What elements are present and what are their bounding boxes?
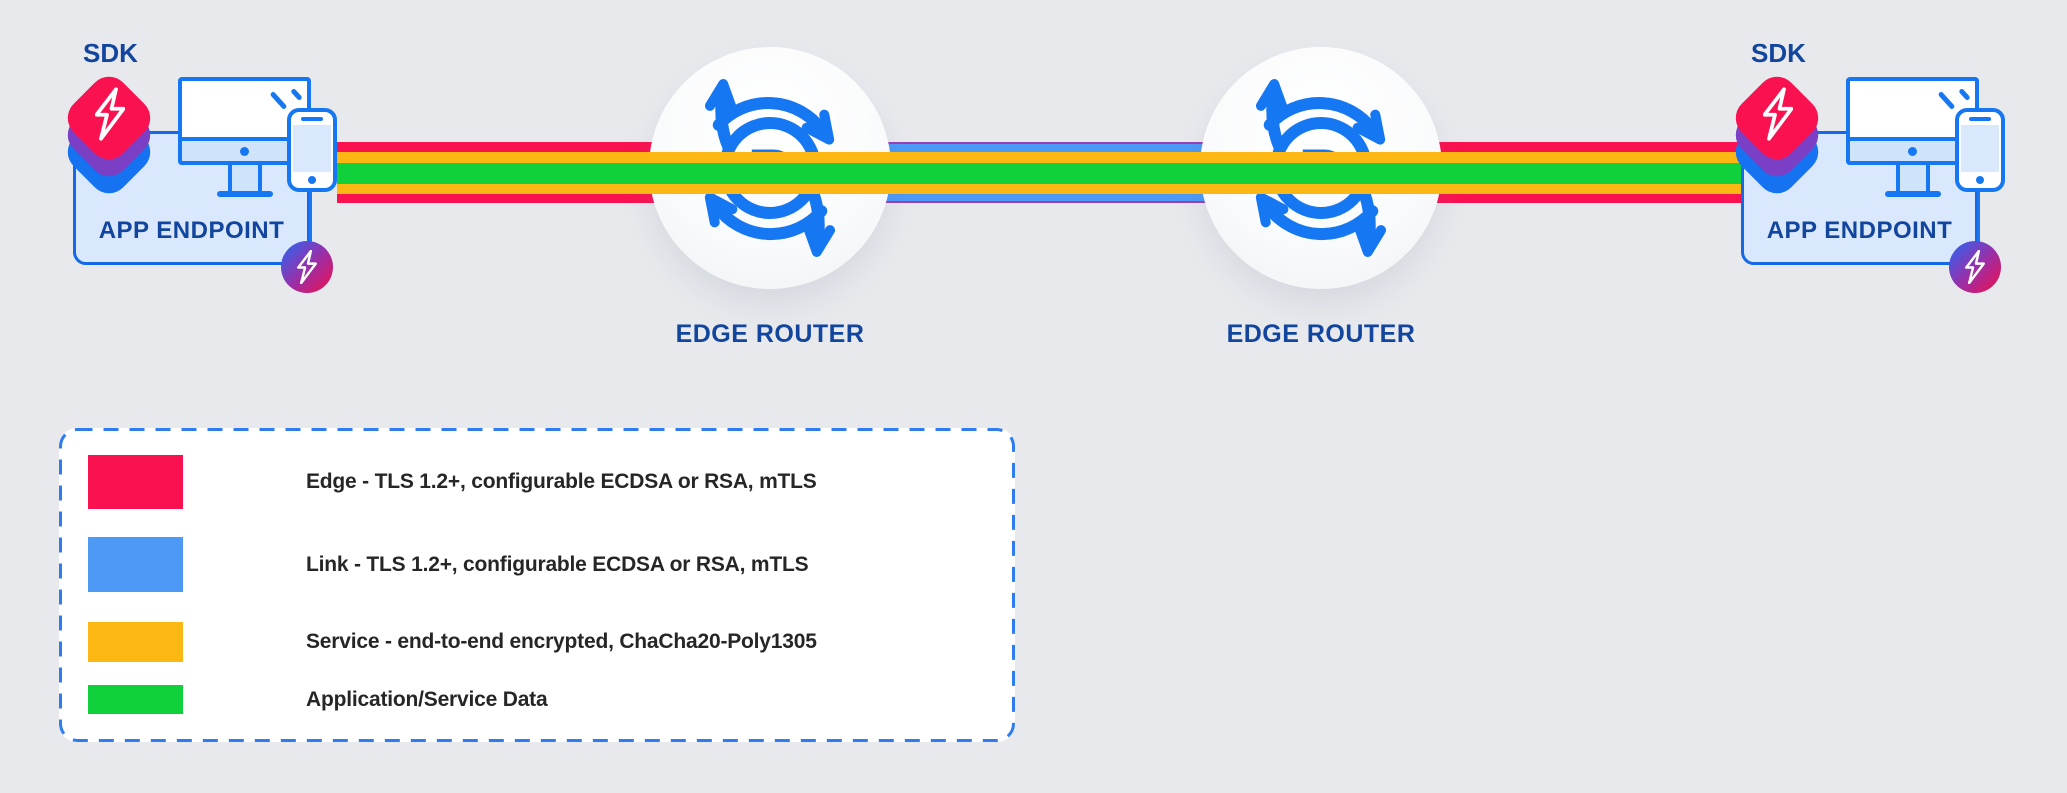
lightning-bolt-icon [95, 87, 125, 141]
service-band-top [337, 152, 1743, 163]
badge-connector-line [309, 191, 312, 243]
link-band-top [770, 142, 1321, 152]
ziti-bolt-badge [1949, 241, 2001, 293]
monitor-base [1885, 191, 1941, 197]
phone-home-dot [1976, 176, 1984, 184]
app-endpoint-right: SDK APP ENDPOINT [1708, 30, 2038, 310]
phone-speaker [301, 117, 323, 121]
legend-label-edge: Edge - TLS 1.2+, configurable ECDSA or R… [306, 470, 817, 493]
monitor-dot [240, 146, 249, 156]
desktop-monitor-icon [178, 77, 311, 197]
data-band [337, 163, 1743, 184]
legend-label-data: Application/Service Data [306, 687, 548, 711]
legend-row-link: Link - TLS 1.2+, configurable ECDSA or R… [88, 537, 985, 592]
badge-connector-line [1977, 191, 1980, 243]
smartphone-icon [1955, 108, 2005, 192]
app-endpoint-label: APP ENDPOINT [1766, 217, 1953, 244]
legend-swatch-link [88, 537, 183, 592]
sdk-label: SDK [83, 38, 138, 68]
smartphone-icon [287, 108, 337, 192]
legend-label-service: Service - end-to-end encrypted, ChaCha20… [306, 630, 817, 653]
app-endpoint-label: APP ENDPOINT [98, 217, 285, 244]
edge-router-label-left: EDGE ROUTER [675, 320, 865, 348]
lightning-bolt-icon [1965, 250, 1985, 284]
monitor-dot [1908, 146, 1917, 156]
legend-label-link: Link - TLS 1.2+, configurable ECDSA or R… [306, 552, 809, 576]
edge-router-label-right: EDGE ROUTER [1226, 320, 1416, 348]
sdk-label: SDK [1751, 38, 1806, 68]
phone-speaker [1969, 117, 1991, 121]
service-band-bottom [337, 184, 1743, 194]
ziti-bolt-badge [281, 241, 333, 293]
monitor-stand [1896, 165, 1930, 191]
phone-screen [1961, 125, 1999, 172]
lightning-bolt-icon [1763, 87, 1793, 141]
link-band-bottom [770, 194, 1321, 203]
legend-swatch-service [88, 622, 183, 662]
monitor-stand [228, 165, 262, 191]
legend-row-service: Service - end-to-end encrypted, ChaCha20… [88, 622, 985, 662]
legend-box: Edge - TLS 1.2+, configurable ECDSA or R… [59, 428, 1015, 742]
legend-row-edge: Edge - TLS 1.2+, configurable ECDSA or R… [88, 455, 985, 509]
phone-screen [293, 125, 331, 172]
legend-row-data: Application/Service Data [88, 685, 985, 714]
lightning-bolt-icon [297, 250, 317, 284]
app-endpoint-left: SDK APP ENDPOINT [40, 30, 370, 310]
monitor-base [217, 191, 273, 197]
legend-swatch-data [88, 685, 183, 714]
phone-home-dot [308, 176, 316, 184]
legend-swatch-edge [88, 455, 183, 509]
